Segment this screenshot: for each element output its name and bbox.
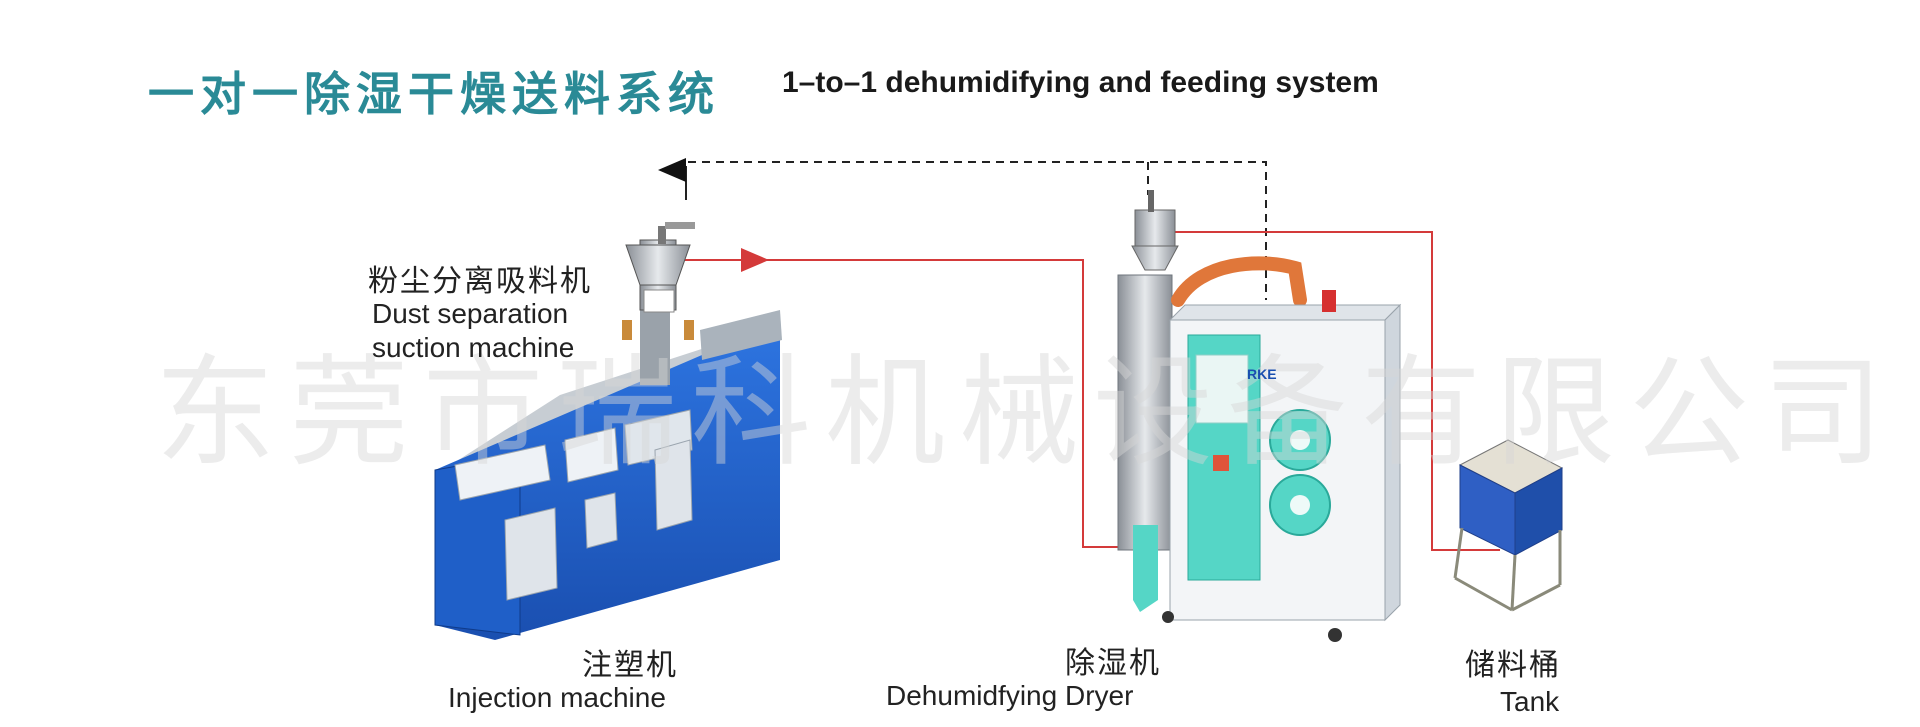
dust-separator-label-en-2: suction machine [372, 332, 575, 363]
tank-label-cn: 储料桶 [1465, 648, 1561, 683]
dryer-label-en: Dehumidfying Dryer [886, 680, 1134, 711]
injection-machine-graphic [434, 222, 782, 640]
title-chinese: 一对一除湿干燥送料系统 [148, 67, 720, 121]
tank-label-en: Tank [1500, 686, 1560, 717]
dryer-graphic [1117, 190, 1402, 642]
dust-separator-label-en-1: Dust separation [372, 298, 569, 329]
injection-machine-label-en: Injection machine [448, 682, 666, 713]
dust-separator-label-cn: 粉尘分离吸料机 [368, 264, 592, 299]
tank-graphic [1453, 439, 1564, 612]
injection-machine-label-cn: 注塑机 [582, 648, 678, 683]
dryer-brand-logo: RKE [1247, 366, 1277, 382]
red-feed-line-dryer-to-loader [648, 259, 1133, 548]
title-english: 1–to–1 dehumidifying and feeding system [782, 66, 1379, 99]
red-feed-line-tank-to-dryer [1175, 231, 1500, 551]
company-watermark: 东莞市瑞科机械设备有限公司 [155, 344, 1897, 483]
dryer-label-cn: 除湿机 [1065, 646, 1161, 681]
